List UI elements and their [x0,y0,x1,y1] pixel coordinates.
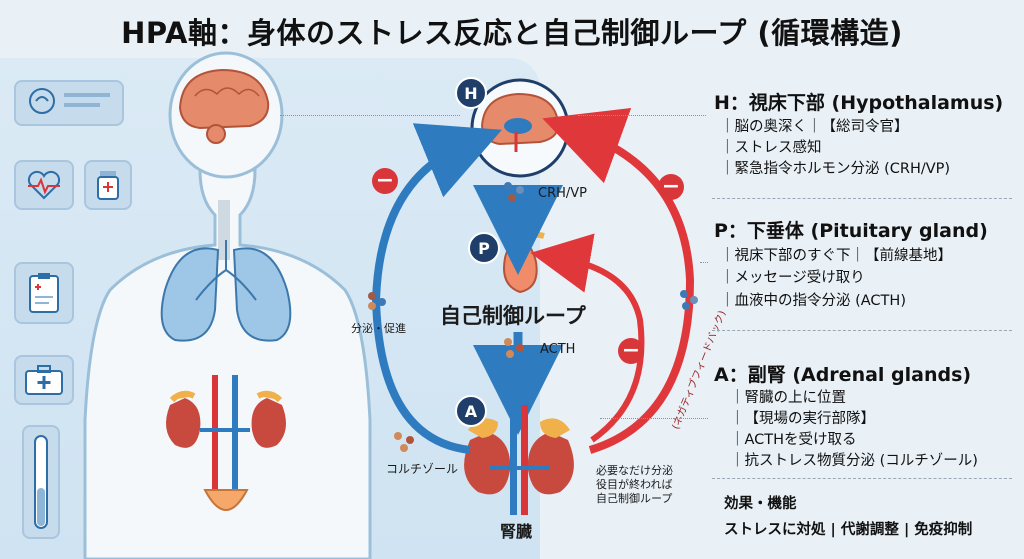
minus-badge-right-top: − [658,174,684,200]
panel-h-line-3: ｜緊急指令ホルモン分泌 (CRH/VP) [720,161,951,177]
leader-h-right [578,115,706,116]
lungs-icon [160,240,292,342]
note-line-2: 役目が終われば [596,478,673,491]
first-aid-kit-icon [14,355,74,405]
panel-h-line-2: ｜ストレス感知 [720,140,822,156]
brain-icon [178,68,270,144]
badge-a: A [455,395,487,427]
panel-divider-1 [712,198,1012,199]
panel-a-line-1: ｜腎臓の上に位置 [730,390,846,406]
secrete-promote-label: 分泌・促進 [351,322,406,335]
badge-p: P [468,232,500,264]
cortisol-dots-left [368,292,386,310]
leader-p [700,262,708,263]
body-kidneys-icon [166,375,286,511]
minus-badge-left: − [372,168,398,194]
panel-divider-3 [712,478,1012,479]
clipboard-icon [14,262,74,324]
feedback-dots [680,290,698,310]
cortisol-label: コルチゾール [386,462,459,476]
panel-divider-2 [712,330,1012,331]
panel-a-line-2: ｜【現場の実行部隊】 [730,411,875,427]
panel-a-heading: A：副腎 (Adrenal glands) [714,364,972,386]
panel-h-heading: H：視床下部 (Hypothalamus) [714,92,1004,114]
medicine-bottle-icon [84,160,132,210]
test-tube-icon [22,425,60,539]
panel-a-line-3: ｜ACTHを受け取る [730,432,857,448]
minus-badge-right-mid: − [618,338,644,364]
note-line-1: 必要なだけ分泌 [596,464,673,477]
leader-a [600,418,708,419]
brain-profile-icon [14,80,124,126]
kidney-label: 腎臓 [500,522,533,541]
promote-loop-arrow [371,123,502,454]
panel-p-line-2: ｜メッセージ受け取り [720,270,865,286]
human-body-silhouette [83,51,372,559]
heart-rate-icon [14,160,74,210]
center-loop-label: 自己制御ループ [440,304,586,328]
adrenal-kidney-icon [464,405,574,515]
note-line-3: 自己制御ループ [596,492,673,505]
crh-vp-label: CRH/VP [538,186,587,201]
effects-heading: 効果・機能 [724,496,797,512]
panel-a-line-4: ｜抗ストレス物質分泌 (コルチゾール) [730,453,978,469]
badge-h: H [455,77,487,109]
panel-p-heading: P：下垂体 (Pituitary gland) [714,220,988,242]
panel-p-line-1: ｜視床下部のすぐ下｜【前線基地】 [720,248,952,264]
feedback-loop-outer-arrow [542,108,695,454]
panel-p-line-3: ｜血液中の指令分泌 (ACTH) [720,293,906,309]
acth-label: ACTH [540,342,576,357]
cortisol-dots-bottom [394,432,414,452]
page-title: HPA軸：身体のストレス反応と自己制御ループ (循環構造) [121,16,903,50]
pituitary-gland-icon [503,231,545,294]
panel-h-line-1: ｜脳の奥深く｜【総司令官】 [720,119,909,135]
leader-h [280,115,460,116]
effects-text: ストレスに対処 | 代謝調整 | 免疫抑制 [724,522,973,538]
crh-dots [504,182,524,202]
acth-dots [504,338,524,358]
feedback-loop-inner-arrow [530,233,645,443]
spine-icon [218,200,230,260]
